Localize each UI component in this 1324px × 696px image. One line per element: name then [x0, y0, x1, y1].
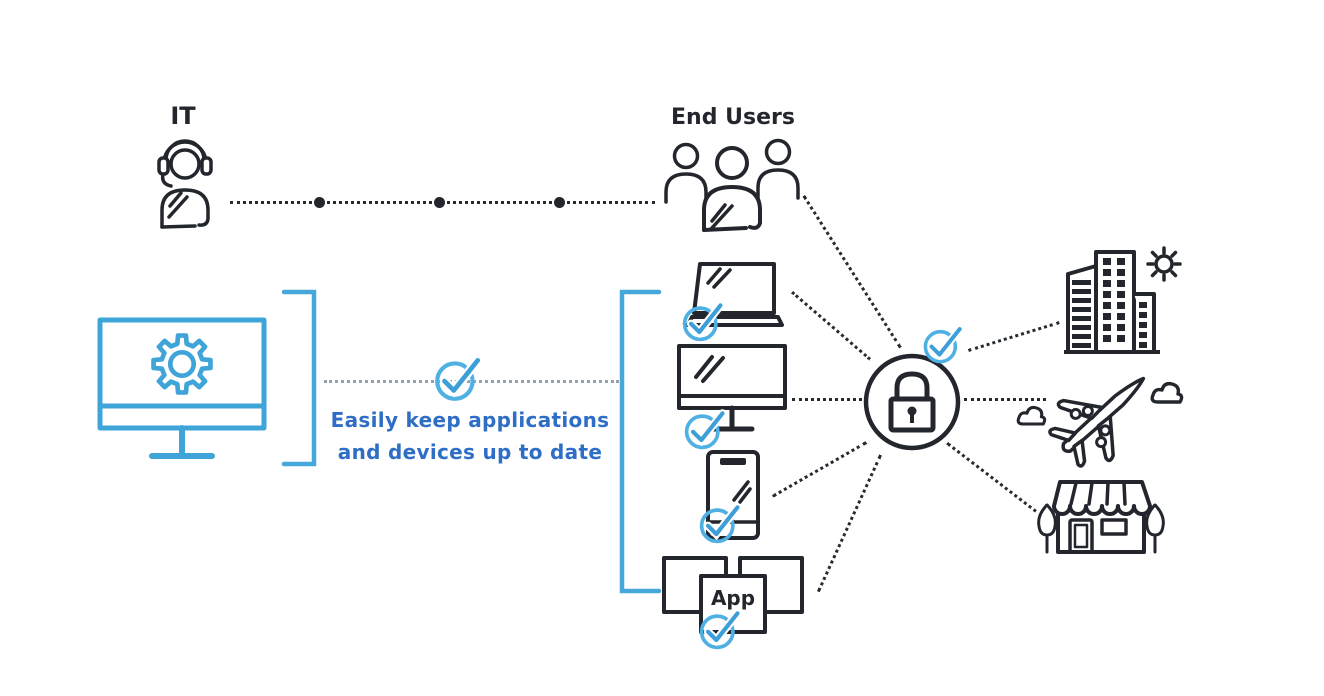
dotted-line-laptop-lock: [791, 291, 872, 361]
dotted-line-app-lock: [817, 454, 882, 593]
it-label: IT: [170, 102, 196, 130]
check-circle-icon: [682, 406, 728, 452]
monitor-gear-icon: [97, 317, 267, 459]
caption-line1: Easily keep applications: [330, 408, 610, 432]
dotted-line-lock-buildings: [968, 321, 1060, 352]
endusers-label: End Users: [671, 105, 795, 130]
check-circle-icon: [697, 500, 743, 546]
sun-icon: [1146, 246, 1182, 282]
headset-person-icon: [157, 139, 213, 229]
dot-node: [314, 197, 325, 208]
dot-node: [434, 197, 445, 208]
people-group-icon: [664, 138, 800, 232]
office-buildings-icon: [1064, 246, 1182, 354]
smartphone-icon: [706, 450, 760, 540]
padlock-circle-icon: [863, 353, 961, 451]
dotted-line-endusers-lock: [802, 195, 902, 349]
app-windows-icon: [662, 556, 804, 634]
check-circle-icon: [680, 298, 726, 344]
app-label: App: [710, 586, 756, 610]
dotted-line-lock-plane: [964, 398, 1046, 401]
tree-icon: [1145, 503, 1165, 554]
cloud-icon: [1150, 381, 1184, 404]
dotted-line-desktop-lock: [792, 398, 862, 401]
bracket-close-icon: [281, 289, 317, 467]
desktop-monitor-icon: [677, 344, 787, 432]
bracket-open-icon: [619, 289, 662, 594]
dot-node: [554, 197, 565, 208]
tree-icon: [1037, 503, 1057, 554]
airplane-icon: [1016, 376, 1184, 468]
dotted-line-phone-lock: [772, 441, 868, 498]
check-circle-icon: [921, 322, 965, 366]
gear-icon: [151, 333, 213, 395]
check-circle-icon: [432, 352, 484, 404]
check-circle-icon: [697, 606, 743, 652]
cloud-icon: [1016, 405, 1047, 426]
caption-line2: and devices up to date: [337, 440, 603, 464]
storefront-icon: [1037, 480, 1165, 554]
